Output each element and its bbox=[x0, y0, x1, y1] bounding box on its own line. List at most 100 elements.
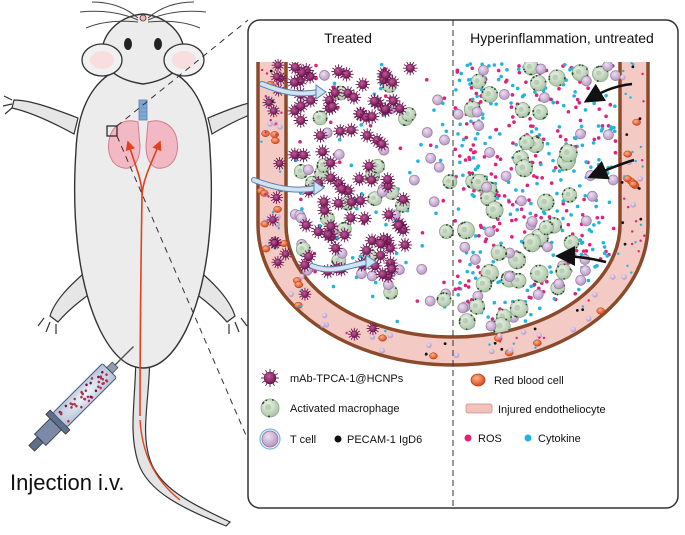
nanoparticle bbox=[357, 211, 372, 226]
nanoparticle bbox=[347, 327, 361, 341]
t-cell bbox=[376, 186, 388, 198]
zoom-line-bottom bbox=[116, 135, 249, 441]
t-cell bbox=[602, 62, 614, 72]
nanoparticle bbox=[296, 147, 311, 163]
legend: mAb-TPCA-1@HCNPs Activated macrophage T … bbox=[259, 369, 606, 450]
nanoparticle bbox=[267, 104, 281, 118]
mouse-head bbox=[101, 13, 185, 85]
t-cell bbox=[553, 278, 565, 290]
macrophage-legend-icon bbox=[260, 398, 280, 418]
t-cell bbox=[303, 164, 314, 176]
legend-t-cell-label: T cell bbox=[290, 434, 316, 446]
nanoparticle bbox=[261, 369, 279, 387]
rbc-legend-icon bbox=[470, 373, 486, 387]
nanoparticle bbox=[323, 170, 338, 186]
nanoparticle bbox=[364, 109, 380, 124]
nanoparticle bbox=[270, 191, 284, 204]
mouse-tail bbox=[132, 349, 232, 527]
t-cell bbox=[542, 241, 553, 253]
lumen-contents bbox=[287, 62, 620, 336]
t-cell bbox=[485, 320, 497, 332]
nanoparticle bbox=[298, 287, 312, 301]
t-cell bbox=[484, 147, 495, 158]
nanoparticle bbox=[374, 136, 389, 152]
t-cell bbox=[439, 134, 450, 146]
t-cell bbox=[575, 274, 587, 286]
nanoparticle bbox=[364, 233, 380, 248]
t-cell bbox=[587, 190, 598, 202]
nanoparticle bbox=[331, 64, 346, 79]
legend-ros-label: ROS bbox=[478, 433, 502, 445]
t-cell bbox=[526, 216, 538, 227]
nanoparticle bbox=[364, 172, 379, 188]
t-cell bbox=[428, 196, 440, 208]
nanoparticle bbox=[323, 155, 338, 171]
nanoparticle bbox=[355, 77, 370, 92]
nanoparticle bbox=[385, 75, 400, 90]
nanoparticle bbox=[293, 113, 308, 128]
nanoparticle bbox=[397, 237, 413, 253]
nanoparticle bbox=[262, 96, 276, 109]
panel-frame bbox=[247, 19, 679, 509]
mouse-illustration bbox=[2, 1, 282, 527]
nanoparticle bbox=[266, 213, 280, 227]
nanoparticle bbox=[303, 93, 318, 108]
nanoparticle-legend-icon bbox=[261, 369, 279, 387]
nanoparticle bbox=[386, 93, 401, 109]
nanoparticle bbox=[279, 247, 293, 261]
flow-arrows-untreated bbox=[555, 82, 635, 267]
ros-legend-icon bbox=[464, 434, 472, 442]
t-cell bbox=[607, 174, 619, 186]
nanoparticle bbox=[366, 322, 380, 335]
t-cell bbox=[471, 106, 483, 118]
t-cell bbox=[470, 254, 481, 265]
nanoparticle bbox=[271, 58, 285, 72]
pecam-legend-icon bbox=[334, 435, 342, 443]
t-cell bbox=[516, 195, 527, 207]
t-cell bbox=[539, 92, 550, 103]
nanoparticle bbox=[359, 243, 374, 258]
t-cell bbox=[473, 120, 485, 132]
injection-label: Injection i.v. bbox=[10, 470, 125, 495]
mouse-trachea bbox=[138, 99, 148, 121]
t-cell bbox=[575, 128, 586, 140]
nanoparticle bbox=[328, 241, 343, 256]
nanoparticle bbox=[313, 128, 328, 143]
nanoparticle bbox=[344, 194, 359, 210]
syringe bbox=[28, 345, 135, 452]
legend-pecam-label: PECAM-1 IgD6 bbox=[347, 434, 422, 446]
nanoparticle bbox=[316, 194, 332, 210]
t-cell bbox=[433, 161, 445, 173]
nanoparticle bbox=[346, 90, 362, 105]
t-cell-legend-icon bbox=[259, 428, 281, 450]
t-cell bbox=[459, 241, 471, 253]
legend-endotheliocyte-label: Injured endotheliocyte bbox=[498, 404, 606, 416]
t-cell bbox=[452, 108, 464, 120]
endotheliocyte-legend-icon bbox=[465, 403, 493, 414]
t-cell bbox=[603, 129, 614, 141]
nanoparticle bbox=[287, 75, 302, 90]
nanoparticle bbox=[352, 171, 367, 187]
t-cell bbox=[478, 64, 489, 76]
nanoparticle bbox=[333, 124, 348, 139]
vessel-wall-inner bbox=[284, 62, 622, 339]
t-cell bbox=[532, 289, 544, 300]
nanoparticle bbox=[301, 249, 316, 264]
mouse-eye-left bbox=[124, 38, 132, 50]
nanoparticle bbox=[380, 172, 395, 187]
t-cell bbox=[484, 226, 496, 238]
nanoparticle bbox=[378, 67, 394, 83]
t-cell bbox=[319, 70, 330, 81]
nanoparticle bbox=[293, 98, 309, 114]
nanoparticle bbox=[298, 217, 314, 233]
t-cell bbox=[498, 89, 510, 100]
t-cell bbox=[421, 127, 433, 138]
nanoparticle bbox=[273, 157, 287, 170]
nanoparticle bbox=[327, 85, 343, 100]
nanoparticle bbox=[392, 101, 407, 116]
nanoparticle bbox=[373, 248, 388, 263]
nanoparticle bbox=[267, 236, 281, 250]
nanoparticle bbox=[380, 178, 396, 194]
